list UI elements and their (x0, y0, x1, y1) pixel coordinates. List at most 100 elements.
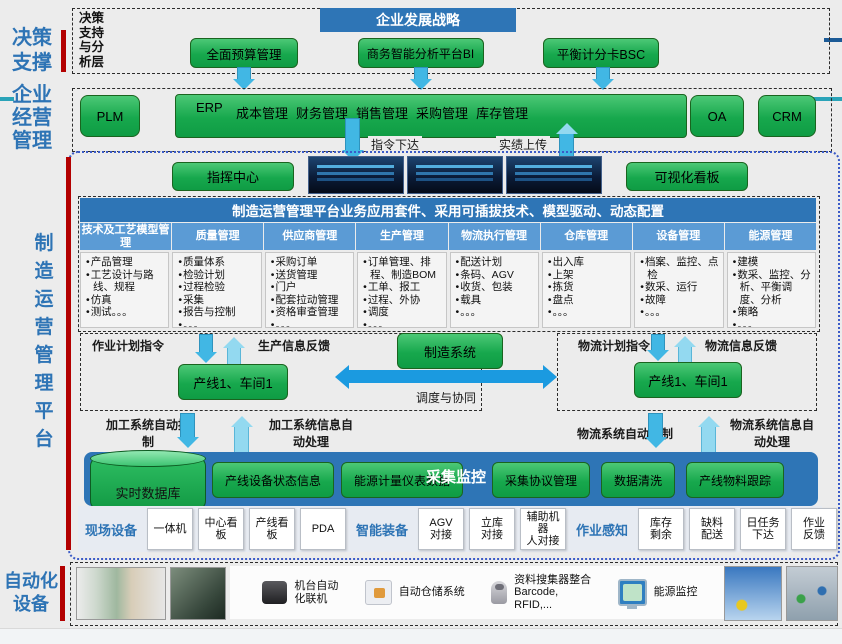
suite-column-header: 设备管理 (632, 223, 724, 250)
suite-item: 建模 (733, 256, 813, 269)
suite-column-items: 质量体系检验计划过程检验采集报告与控制。。。 (172, 252, 262, 328)
suite-item: 工单、报工 (363, 281, 443, 294)
suite-item: 采购订单 (271, 256, 351, 269)
suite-item: 过程、外协 (363, 294, 443, 307)
process-control-down-arrow (180, 413, 195, 439)
device-box: 作业 反馈 (791, 508, 838, 550)
device-box: 日任务 下达 (740, 508, 787, 550)
suite-item: 条码、AGV (456, 269, 536, 282)
suite-item: 故障 (640, 294, 720, 307)
process-auto-control-label: 加工系统自动控 制 (105, 418, 190, 449)
suite-title-bar: 制造运营管理平台业务应用套件、采用可插拔技术、模型驱动、动态配置 (80, 198, 816, 222)
suite-item: 。。。 (456, 306, 536, 319)
decision-down-arrow (596, 67, 610, 81)
suite-item: 。。。 (363, 319, 443, 328)
process-info-auto-label: 加工系统信息自 动处理 (268, 418, 353, 449)
suite-item: 仿真 (86, 294, 166, 307)
suite-header-row: 技术及工艺模型管理 质量管理 供应商管理 生产管理 物流执行管理 仓库管理 设备… (80, 223, 816, 250)
control-room-screen-image (407, 156, 503, 194)
control-room-screen-image (506, 156, 602, 194)
rail-label-automation-equipment: 自动化 设备 (4, 571, 58, 614)
flow-up-label: 实绩上传 (496, 136, 551, 153)
work-plan-command-label: 作业计划指令 (92, 339, 165, 353)
suite-item: 出入库 (548, 256, 628, 269)
erp-module-box: 销售管理 (356, 106, 409, 121)
bottom-strip (0, 628, 842, 644)
suite-column-items: 建模数采、监控、分析、平衡调度、分析策略。。。 (726, 252, 816, 328)
suite-item: 调度 (363, 306, 443, 319)
collection-right-items: 采集协议管理数据清洗产线物料跟踪 (492, 462, 785, 498)
device-box: 产线看板 (249, 508, 296, 550)
crm-box: CRM (758, 95, 816, 137)
collection-box: 采集协议管理 (492, 462, 591, 498)
logistics-coordination-box (557, 333, 817, 411)
device-group-items: 库存 剩余缺料 配送日任务 下达作业 反馈 (638, 508, 838, 550)
logistics-info-up-arrow (701, 425, 716, 453)
production-line-unit-box: 产线1、车间1 (178, 364, 288, 400)
plan-down-arrow (651, 334, 665, 352)
robot-cell-photo (724, 566, 782, 621)
suite-item: 载具 (456, 294, 536, 307)
device-group-label: 现场设备 (85, 522, 138, 538)
automation-item: 资料搜集器整合 Barcode, RFID,... (491, 574, 591, 612)
suite-column-items: 订单管理、排程、制造BOM工单、报工过程、外协调度。。。 (357, 252, 447, 328)
red-bar-decoration (60, 566, 65, 621)
device-box: 一体机 (147, 508, 194, 550)
realtime-database-cylinder: 实时数据库 (90, 450, 206, 510)
suite-item: 收货、包装 (456, 281, 536, 294)
command-center-box: 指挥中心 (172, 162, 294, 191)
feedback-up-arrow (227, 346, 241, 366)
automation-panel: 机台自动 化联机 自动仓储系统 资料搜集器整合 Barcode, RFID,..… (230, 566, 730, 619)
suite-column-items: 采购订单送货管理门户配套拉动管理资格审查管理。。。 (264, 252, 355, 328)
device-box: 缺料 配送 (689, 508, 736, 550)
suite-item: 送货管理 (271, 269, 351, 282)
edge-line-decoration (0, 97, 14, 101)
suite-item: 报告与控制 (178, 306, 258, 319)
suite-column-header: 仓库管理 (540, 223, 632, 250)
logistics-control-down-arrow (648, 413, 663, 439)
plm-box: PLM (80, 95, 140, 137)
suite-item: 检验计划 (178, 269, 258, 282)
device-group-sensing: 作业感知 库存 剩余缺料 配送日任务 下达作业 反馈 (571, 508, 838, 550)
suite-item: 过程检验 (178, 281, 258, 294)
edge-line-decoration (808, 97, 842, 101)
agv-photo (170, 567, 226, 620)
automation-item-label: 自动仓储系统 (398, 586, 465, 599)
suite-column-header: 质量管理 (172, 223, 264, 250)
suite-item: 测试。。。 (86, 306, 166, 319)
collection-left-items: 产线设备状态信息能源计量仪表数据 (212, 462, 464, 498)
rail-label-decision-support: 决策 支撑 (12, 27, 52, 74)
erp-modules-row: 成本管理财务管理销售管理采购管理库存管理 (236, 103, 528, 122)
collection-monitor-label: 采集监控 (425, 469, 486, 486)
device-group-label: 智能装备 (356, 522, 409, 538)
logistics-line-unit-box: 产线1、车间1 (634, 362, 742, 398)
command-down-arrow (345, 118, 360, 152)
visual-kanban-box: 可视化看板 (626, 162, 748, 191)
suite-column-items: 产品管理工艺设计与路线、规程仿真测试。。。 (80, 252, 170, 328)
control-room-screen-image (308, 156, 404, 194)
suite-item: 档案、监控、点检 (640, 256, 720, 281)
logistics-auto-control-label: 物流系统自动控制 (576, 427, 673, 441)
dispatch-coordination-label: 调度与协同 (415, 391, 476, 405)
scanner-icon (491, 581, 508, 604)
suite-content-row: 产品管理工艺设计与路线、规程仿真测试。。。 质量体系检验计划过程检验采集报告与控… (80, 252, 816, 328)
strategy-box: 企业发展战略 (320, 8, 516, 32)
suite-item: 采集 (178, 294, 258, 307)
suite-box (78, 196, 820, 332)
suite-column-header: 技术及工艺模型管理 (80, 223, 172, 250)
logistics-info-auto-label: 物流系统信息自 动处理 (729, 418, 814, 449)
suite-item: 产品管理 (86, 256, 166, 269)
plan-down-arrow (199, 334, 213, 354)
automation-item: 自动仓储系统 (364, 580, 465, 605)
rail-label-mom-platform: 制 造 运 营 管 理 平 台 (34, 233, 54, 450)
device-group-smart: 智能装备 AGV对接立库 对接辅助机器 人对接 (351, 508, 567, 550)
energy-monitor-icon (617, 579, 647, 606)
automation-item-label: 机台自动 化联机 (294, 580, 339, 605)
suite-column-header: 物流执行管理 (448, 223, 540, 250)
red-bar-decoration (61, 30, 66, 72)
manufacturing-system-box: 制造系统 (397, 333, 503, 369)
device-group-label: 作业感知 (576, 522, 629, 538)
device-box: 立库 对接 (469, 508, 516, 550)
